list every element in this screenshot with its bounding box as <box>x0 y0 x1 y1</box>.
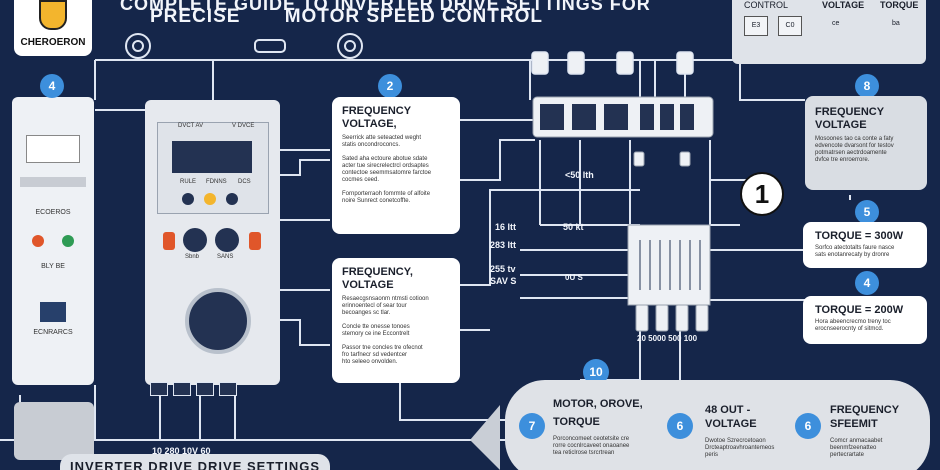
panel-meter <box>40 302 66 322</box>
terminal-chip-4 <box>219 382 237 396</box>
step-badge-2: 2 <box>378 74 402 98</box>
label-0us: 0U S <box>565 273 583 282</box>
step-badge-1: 1 <box>740 172 784 216</box>
card-body: Seerrick atte seteacted weght statis onc… <box>342 135 432 204</box>
inverter-screen <box>172 141 252 173</box>
inverter-label-b: FDNNS <box>206 179 227 185</box>
inverter-screen-label-b: V DVCE <box>232 123 255 129</box>
control-title: CONTROL <box>744 0 789 10</box>
summary-voltage-title-1: 48 OUT - <box>705 404 751 416</box>
motor-unit <box>14 402 94 460</box>
summary-frequency-body: Comcr anmacaabet beenmfzeenatteo pertecr… <box>830 438 883 458</box>
terminal-chip-1 <box>150 382 168 396</box>
label-50-lth: <50 lth <box>565 170 594 180</box>
summary-frequency-title-1: FREQUENCY <box>830 404 900 416</box>
label-sav: SAV S <box>490 276 517 286</box>
page-title-right: MOTOR SPEED CONTROL <box>284 6 543 27</box>
step-badge-5: 5 <box>855 200 879 224</box>
label-50-kt: 50 kt <box>563 222 584 232</box>
terminal-chip-3 <box>196 382 214 396</box>
info-card-torque-300: TORQUE = 300W Sorfco atectotalts faure n… <box>803 222 927 268</box>
inverter-knob-b[interactable] <box>215 228 239 252</box>
info-card-frequency-voltage-2: FREQUENCY, VOLTAGE Resaecgsnsaonm ntmsti… <box>332 258 460 383</box>
step-badge-6b: 6 <box>795 413 821 439</box>
card-body: Sorfco atectotalts faure nasce sats enot… <box>815 245 895 258</box>
control-voltage-header: VOLTAGE <box>822 0 865 10</box>
step-badge-4: 4 <box>40 74 64 98</box>
summary-voltage-title-2: VOLTAGE <box>705 418 757 430</box>
card-heading-1: FREQUENCY <box>815 106 885 118</box>
inverter-key-1[interactable] <box>182 193 194 205</box>
inverter-drive: RULE FDNNS DCS Sbnb SANS <box>145 100 280 385</box>
stop-button[interactable] <box>32 235 44 247</box>
label-terminal-values: 20 5000 500 100 <box>637 334 698 343</box>
label-283: 283 Itt <box>490 240 517 250</box>
card-heading-1: FREQUENCY <box>342 105 412 117</box>
panel-display <box>26 135 80 163</box>
lightbulb-icon <box>39 0 67 30</box>
inverter-key-2[interactable] <box>204 193 216 205</box>
summary-motor-title-1: MOTOR, OROVE, <box>553 398 643 410</box>
panel-label-a: ECOEROS <box>35 209 71 216</box>
inverter-knob-a[interactable] <box>183 228 207 252</box>
panel-label-b: BLY BE <box>41 263 65 270</box>
brand-logo: CHEROERON <box>14 0 92 56</box>
card-heading-2: VOLTAGE, <box>342 118 397 130</box>
inverter-screen-label-a: DVCT AV <box>178 123 204 129</box>
bottom-summary-capsule: 7 MOTOR, OROVE, TORQUE Porconcomeet ceot… <box>505 380 930 470</box>
page-title: PRECISE MOTOR SPEED CONTROL <box>150 6 581 28</box>
inverter-key-3[interactable] <box>226 193 238 205</box>
footer-title: INVERTER DRIVE DRIVE SETTINGS <box>60 454 330 470</box>
control-torque-value: ba <box>892 20 900 27</box>
step-badge-6a: 6 <box>667 413 693 439</box>
info-card-torque-200: TORQUE = 200W Hora abeencrecmo treny toc… <box>803 296 927 344</box>
summary-motor-body: Porconcomeet ceotetsite cre rorre cocnlr… <box>553 436 630 456</box>
card-heading-1: FREQUENCY, <box>342 266 413 278</box>
control-mini-display-1: E3 <box>744 16 768 36</box>
control-mini-display-2: C0 <box>778 16 802 36</box>
start-button[interactable] <box>62 235 74 247</box>
card-heading: TORQUE = 300W <box>815 230 904 242</box>
inverter-right-switch[interactable] <box>249 232 261 250</box>
label-16: 16 Itt <box>495 222 517 232</box>
summary-motor-title-2: TORQUE <box>553 416 600 428</box>
inverter-knob-row: Sbnb SANS <box>155 226 271 264</box>
panel-label-c: ECNRARCS <box>33 329 73 336</box>
info-card-frequency-voltage-8: FREQUENCY VOLTAGE Mosoones tao ca conte … <box>805 96 927 190</box>
inverter-knob-a-label: Sbnb <box>185 254 200 260</box>
summary-voltage-body: Dwotoe Szrecrcetoaon Drcteaptroavhroante… <box>705 438 775 458</box>
control-legend: CONTROL VOLTAGE TORQUE E3 C0 ce ba <box>732 0 926 64</box>
inverter-front-panel: RULE FDNNS DCS <box>157 122 269 214</box>
card-heading: TORQUE = 200W <box>815 304 904 316</box>
cooling-fan-icon <box>185 288 251 354</box>
card-heading-2: VOLTAGE <box>342 279 394 291</box>
step-badge-8: 8 <box>855 74 879 98</box>
inverter-label-a: RULE <box>180 179 197 185</box>
summary-frequency-title-2: SFEEMIT <box>830 418 878 430</box>
step-badge-7: 7 <box>519 413 545 439</box>
card-body: Resaecgsnsaonm ntmsti cotioon erinnoente… <box>342 296 429 365</box>
card-body: Mosoones tao ca conte a faty edvencote d… <box>815 136 894 163</box>
brand-name: CHEROERON <box>20 37 86 48</box>
info-card-frequency-voltage: FREQUENCY VOLTAGE, Seerrick atte seteact… <box>332 97 460 234</box>
inverter-label-c: DCS <box>238 179 251 185</box>
panel-button-row <box>20 177 86 187</box>
control-panel-left: ECOEROS BLY BE ECNRARCS <box>12 97 94 385</box>
bottom-values-label: 10 280 10V 60 <box>152 446 211 456</box>
control-voltage-value: ce <box>832 20 840 27</box>
page-title-left: PRECISE <box>150 6 241 27</box>
card-body: Hora abeencrecmo treny toc erocnseerocnt… <box>815 319 891 332</box>
control-torque-header: TORQUE <box>880 0 919 10</box>
terminal-chip-2 <box>173 382 191 396</box>
label-255: 255 tv <box>490 264 516 274</box>
step-badge-4b: 4 <box>855 271 879 295</box>
page-title-top: COMPLETE GUIDE TO INVERTER DRIVE SETTING… <box>120 0 651 14</box>
card-heading-2: VOLTAGE <box>815 119 867 131</box>
inverter-knob-b-label: SANS <box>217 254 234 260</box>
inverter-left-switch[interactable] <box>163 232 175 250</box>
